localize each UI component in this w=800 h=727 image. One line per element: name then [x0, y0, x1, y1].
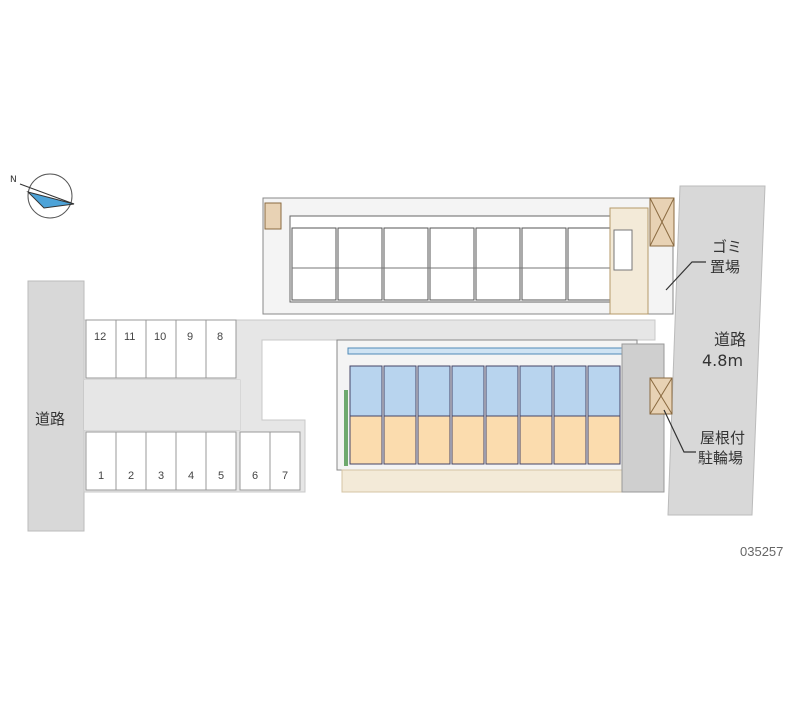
driveway-strip — [84, 380, 240, 430]
parking-number: 11 — [124, 331, 135, 343]
parking-slot — [175, 431, 207, 491]
parking-bottom-group: 1 2 3 4 5 6 7 — [85, 431, 301, 491]
parking-slot — [145, 319, 177, 379]
parking-number: 10 — [154, 331, 166, 343]
garbage-cross — [649, 197, 675, 247]
bike-leader — [663, 409, 696, 453]
bike-label-line2: 駐輪場 — [698, 449, 743, 467]
lower-unit-orange — [485, 415, 519, 465]
garbage-label-line1: ゴミ — [712, 238, 742, 256]
parking-slot — [205, 431, 237, 491]
lower-building — [336, 339, 673, 493]
parking-number: 12 — [94, 331, 106, 343]
lower-unit-orange — [553, 415, 587, 465]
parking-number: 3 — [158, 470, 164, 482]
parking-number: 5 — [218, 470, 224, 482]
parking-slot — [175, 319, 207, 379]
lower-unit-blue — [383, 365, 417, 417]
lower-unit-blue — [587, 365, 621, 417]
upper-building — [262, 197, 675, 315]
parking-slot — [269, 431, 301, 491]
front-walkway — [341, 469, 628, 493]
parking-number: 8 — [217, 331, 223, 343]
green-strip — [344, 390, 348, 466]
lower-unit-blue — [349, 365, 383, 417]
lower-unit-orange — [349, 415, 383, 465]
garbage-label-line2: 置場 — [710, 258, 740, 276]
lower-unit-orange — [587, 415, 621, 465]
bike-cross — [649, 377, 673, 415]
parking-number: 4 — [188, 470, 194, 482]
upper-unit — [521, 227, 567, 301]
parking-number: 1 — [98, 470, 104, 482]
left-road-label: 道路 — [35, 410, 65, 428]
garbage-leader — [665, 261, 706, 291]
parking-number: 2 — [128, 470, 134, 482]
parking-top-group: 12 11 10 9 8 — [85, 319, 237, 379]
parking-slot — [115, 319, 147, 379]
parking-slot — [115, 431, 147, 491]
lower-unit-orange — [519, 415, 553, 465]
left-road — [27, 280, 85, 532]
lower-unit-orange — [451, 415, 485, 465]
lower-unit-blue — [553, 365, 587, 417]
bike-label-line1: 屋根付 — [700, 429, 745, 447]
right-road-width: 4.8m — [702, 351, 743, 370]
parking-number: 6 — [252, 470, 258, 482]
upper-unit — [337, 227, 383, 301]
parking-slot — [239, 431, 271, 491]
parking-number: 7 — [282, 470, 288, 482]
parking-number: 9 — [187, 331, 193, 343]
stairs — [613, 229, 633, 271]
upper-unit — [429, 227, 475, 301]
lower-unit-blue — [417, 365, 451, 417]
meter-box — [264, 202, 282, 230]
right-road-label: 道路 — [714, 330, 746, 349]
paving — [621, 343, 665, 493]
parking-slot — [85, 319, 117, 379]
upper-unit — [383, 227, 429, 301]
lower-unit-blue — [451, 365, 485, 417]
lower-unit-blue — [485, 365, 519, 417]
upper-unit — [567, 227, 611, 301]
corridor-line — [347, 347, 633, 355]
parking-slot — [205, 319, 237, 379]
lower-unit-orange — [383, 415, 417, 465]
parking-slot — [85, 431, 117, 491]
upper-unit — [475, 227, 521, 301]
property-code: 035257 — [740, 544, 783, 559]
lower-unit-orange — [417, 415, 451, 465]
svg-text:N: N — [10, 175, 17, 185]
upper-unit — [291, 227, 337, 301]
compass-icon: N — [10, 173, 75, 219]
lower-unit-blue — [519, 365, 553, 417]
